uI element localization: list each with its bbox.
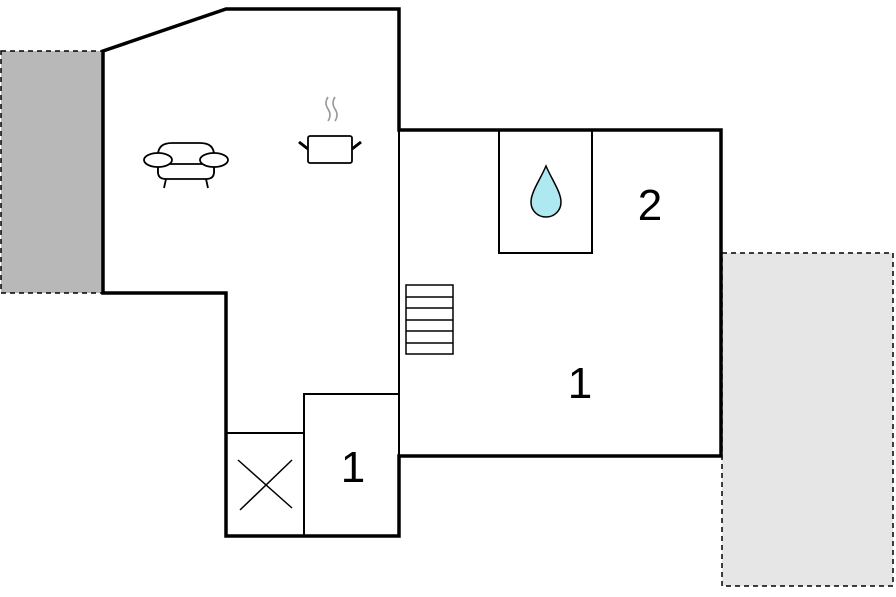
cooking-pot-icon <box>298 96 362 164</box>
toilet-cross-icon <box>237 459 293 511</box>
terrace-right <box>721 252 894 587</box>
room-label-bedroom-large: 1 <box>568 359 592 408</box>
toilet-room <box>225 432 305 537</box>
outer-walls <box>101 7 723 538</box>
water-drop-icon <box>530 164 562 218</box>
sofa-icon <box>143 142 229 189</box>
room-label-bedroom-small: 2 <box>638 181 662 230</box>
room-label-bathroom-small: 1 <box>341 443 365 492</box>
shower-room <box>498 129 593 254</box>
stairs-icon <box>405 284 454 355</box>
terrace-left <box>0 50 104 294</box>
